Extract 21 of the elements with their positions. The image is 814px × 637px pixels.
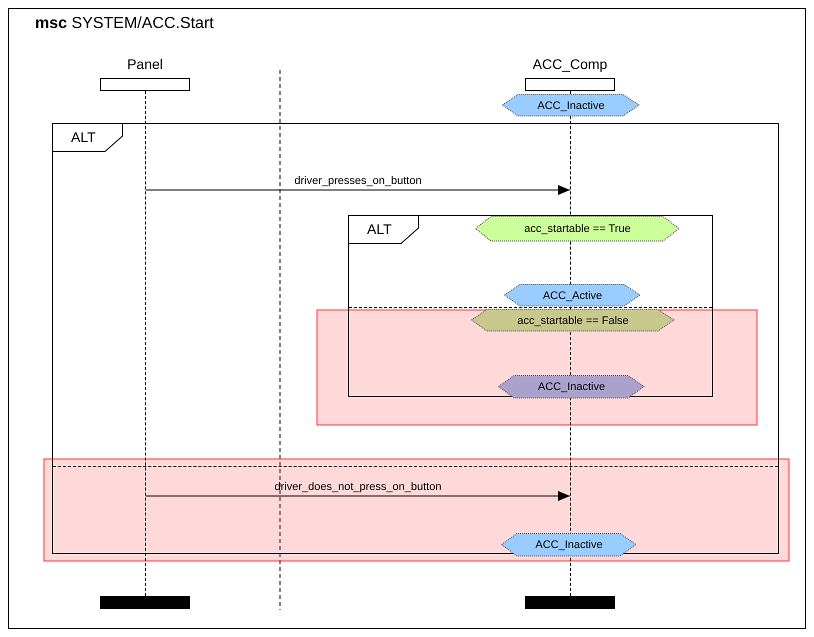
alt-frame [348,215,713,397]
instance-end-bar [100,596,190,609]
frame-label: ALT [367,221,392,237]
message-label: driver_presses_on_button [294,175,422,187]
message-arrow [146,491,570,501]
instance-name: Panel [126,56,164,72]
message-arrow [146,185,570,195]
condition-hexagon: acc_startable == False [471,309,675,332]
diagram-title: msc SYSTEM/ACC.Start [35,15,214,33]
message-label: driver_does_not_press_on_button [274,481,442,493]
state-hexagon: ACC_Inactive [498,375,645,399]
lifeline [145,91,146,596]
state-hexagon: ACC_Inactive [502,94,640,117]
condition-hexagon: acc_startable == True [475,216,680,242]
alt-frame [52,123,779,554]
lifeline [570,91,571,596]
instance-end-bar [525,596,615,609]
instance-name: ACC_Comp [532,56,608,72]
state-hexagon: ACC_Active [504,284,641,307]
frame-label: ALT [71,129,96,145]
state-hexagon: ACC_Inactive [501,533,637,557]
